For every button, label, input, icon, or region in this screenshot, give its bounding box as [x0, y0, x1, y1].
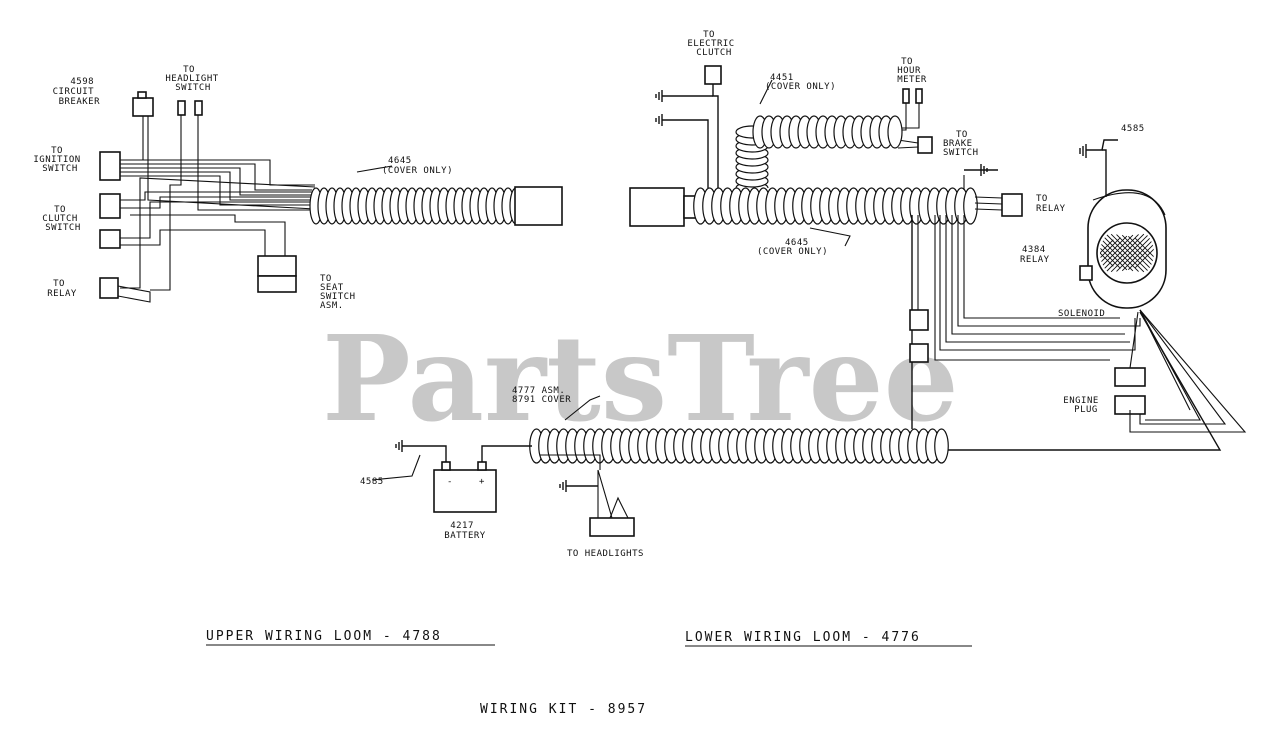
coil-cover-4451 [735, 115, 903, 195]
label-lower-relay: TO RELAY [1036, 194, 1066, 214]
wiring-kit-title: WIRING KIT - 8957 [480, 702, 647, 717]
ground-symbol-clutch-a [655, 90, 663, 102]
headlights-connector [589, 517, 635, 537]
coil-turn [963, 187, 978, 225]
svg-text:+: + [479, 477, 485, 487]
engine-plug-connector-a [1114, 367, 1146, 387]
label-ignition-switch: TO IGNITION SWITCH [33, 146, 86, 174]
cover-4777-leader [564, 395, 601, 421]
lower-loom-coil-cover-4645 [693, 187, 978, 225]
seat-switch-connector-a [257, 255, 297, 277]
ground-symbol-loom [964, 164, 998, 176]
ground-symbol-headlights [559, 480, 567, 492]
lower-wiring-loom: - + [371, 65, 1247, 537]
label-solenoid: SOLENOID [1058, 309, 1105, 319]
svg-text:-: - [447, 477, 453, 487]
lower-loom-drop-wires [911, 215, 1141, 430]
headlight-switch-plug-a [177, 100, 186, 116]
circuit-breaker-terminal [137, 91, 147, 99]
ground-symbol-clutch-b [655, 114, 663, 126]
label-clutch-switch: TO CLUTCH SWITCH [42, 205, 83, 233]
label-lower-cover-4645: 4645 (COVER ONLY) [757, 238, 828, 257]
cover-4645-leader [356, 165, 393, 173]
battery-4217 [433, 469, 497, 513]
label-cover-4451: 4451 (COVER ONLY) [765, 73, 836, 92]
ground-symbol-battery [395, 440, 403, 452]
clutch-switch-connector-b [99, 229, 121, 249]
label-asm-4777: 4777 ASM. 8791 COVER [512, 386, 571, 405]
hatch-line [1100, 234, 1134, 272]
solenoid-fan-wires [945, 309, 1247, 451]
headlight-switch-plug-b [194, 100, 203, 116]
relay-connector [99, 277, 119, 299]
upper-wiring-loom [99, 91, 563, 303]
hatch-line [1134, 237, 1154, 269]
relay-4384-terminal [1079, 265, 1093, 281]
cover-4451-leader [759, 79, 773, 105]
lower-loom-coil-cover-4777 [529, 428, 949, 464]
label-ground-4585-left: 4585 [360, 477, 384, 487]
coil-turn [887, 115, 903, 149]
inline-connector-b [909, 343, 929, 363]
label-ground-4585-top: 4585 [1121, 124, 1145, 134]
relay-connector-right [1001, 193, 1023, 217]
cover-4645-lower-leader [809, 227, 851, 247]
label-upper-relay: TO RELAY [47, 279, 77, 299]
upper-loom-coil-cover [309, 187, 523, 225]
battery-terminal-negative [441, 461, 451, 471]
label-relay-4384: 4384 RELAY [1020, 245, 1052, 265]
upper-loom-end-connector [514, 186, 563, 226]
label-headlights: TO HEADLIGHTS [567, 549, 644, 559]
brake-switch-connector [917, 136, 933, 154]
starter-solenoid-face [1096, 222, 1158, 284]
clutch-switch-connector-a [99, 193, 121, 219]
upper-loom-title: UPPER WIRING LOOM - 4788 [206, 629, 442, 644]
label-brake-switch: TO BRAKE SWITCH [943, 130, 979, 158]
inline-connector-a [909, 309, 929, 331]
hatch-line [1116, 234, 1154, 272]
label-electric-clutch: TO ELECTRIC CLUTCH [687, 30, 740, 58]
coil-turn [934, 428, 949, 464]
label-circuit-breaker: 4598 CIRCUIT BREAKER [53, 77, 100, 107]
label-hour-meter: TO HOUR METER [897, 57, 927, 85]
label-battery: 4217 BATTERY [444, 521, 486, 541]
hatch-line [1100, 235, 1128, 271]
label-upper-cover-4645: 4645 (COVER ONLY) [382, 156, 453, 176]
hatch-line [1128, 236, 1154, 270]
battery-terminal-positive [477, 461, 487, 471]
hour-meter-plug-b [915, 88, 923, 104]
hour-meter-plug-a [902, 88, 910, 104]
label-engine-plug: ENGINE PLUG [1063, 396, 1104, 415]
circuit-breaker [132, 97, 154, 117]
lower-loom-title: LOWER WIRING LOOM - 4776 [685, 630, 921, 645]
hatch-line [1110, 233, 1150, 273]
lower-loom-end-connector [629, 187, 685, 227]
seat-switch-connector-b [257, 275, 297, 293]
ground-symbol-4585-top [1079, 139, 1118, 158]
hatch-line [1100, 239, 1114, 267]
ground-4585-left-leader [371, 454, 421, 481]
ignition-switch-connector [99, 151, 121, 181]
label-seat-switch: TO SEAT SWITCH ASM. [320, 274, 361, 311]
upper-wires [120, 115, 316, 291]
hatch-line [1100, 239, 1114, 267]
relay-connector-wedge [117, 285, 151, 303]
watermark: PartsTree [322, 309, 959, 448]
electric-clutch-connector [704, 65, 722, 85]
label-headlight-switch: TO HEADLIGHT SWITCH [165, 65, 224, 93]
